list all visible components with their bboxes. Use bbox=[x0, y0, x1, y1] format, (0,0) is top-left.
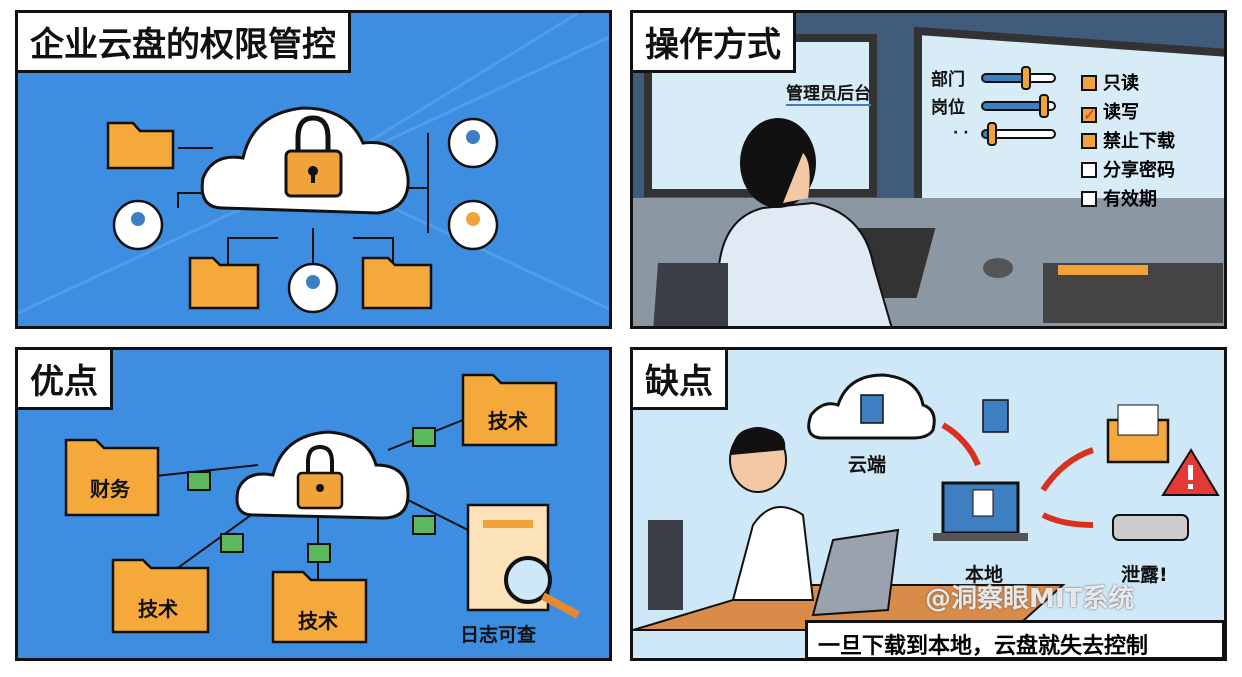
person bbox=[731, 506, 815, 601]
panel-title: 缺点 bbox=[633, 350, 728, 410]
alert-icon bbox=[1161, 448, 1220, 496]
usb-drive-icon bbox=[1112, 514, 1189, 541]
checkbox-no-download[interactable]: 禁止下载 bbox=[1081, 127, 1175, 156]
lock-icon bbox=[296, 444, 344, 510]
panel-title: 企业云盘的权限管控 bbox=[18, 13, 351, 73]
slider-position[interactable]: 岗位 bbox=[931, 93, 1061, 121]
leak-label: 泄露! bbox=[1121, 564, 1168, 586]
panel-operation: 操作方式 管理员后台 部门 岗位 · · 只读 ✓读写 bbox=[630, 10, 1227, 329]
panel-title: 操作方式 bbox=[633, 13, 796, 73]
folder-icon bbox=[106, 121, 433, 310]
slider-department[interactable]: 部门 bbox=[931, 65, 1061, 93]
folder-icon bbox=[64, 373, 558, 644]
folder-label-tech: 技术 bbox=[488, 409, 528, 433]
log-label: 日志可查 bbox=[460, 624, 537, 646]
admin-console-label: 管理员后台 bbox=[786, 79, 871, 106]
slider-handle bbox=[1039, 94, 1049, 118]
panel-disadvantages: 缺点 云端 本地 泄露! bbox=[630, 347, 1227, 661]
checkbox-read-write[interactable]: ✓读写 bbox=[1081, 102, 1139, 124]
local-label: 本地 bbox=[965, 564, 1004, 586]
folder-label-finance: 财务 bbox=[90, 477, 130, 501]
log-notebook-icon bbox=[466, 503, 580, 619]
permission-sliders: 部门 岗位 · · bbox=[931, 65, 1061, 149]
slider-handle bbox=[987, 122, 997, 146]
lock-icon bbox=[284, 115, 343, 198]
permission-diagram bbox=[18, 13, 609, 315]
right-monitor bbox=[914, 26, 1224, 257]
permission-checkboxes: 只读 ✓读写 禁止下载 分享密码 有效期 bbox=[1081, 69, 1175, 214]
cloud-label: 云端 bbox=[848, 454, 887, 476]
panel-title: 优点 bbox=[18, 350, 113, 410]
document-icon bbox=[860, 394, 884, 424]
caption: 一旦下载到本地，云盘就失去控制 bbox=[805, 620, 1225, 660]
document-icon bbox=[982, 399, 1009, 433]
checkbox-expiry[interactable]: 有效期 bbox=[1081, 185, 1175, 214]
arrow-icon bbox=[941, 422, 1095, 528]
checkbox-read-only[interactable]: 只读 bbox=[1081, 69, 1175, 98]
panel-permission-control: 企业云盘的权限管控 bbox=[15, 10, 612, 329]
watermark: @洞察眼MIT系统 bbox=[925, 584, 1135, 614]
slider-other[interactable]: · · bbox=[931, 121, 1061, 149]
green-lock-icon bbox=[187, 427, 436, 563]
folder-label-tech: 技术 bbox=[138, 597, 178, 621]
panel-advantages: 优点 财务 技术 技术 技术 日志可查 bbox=[15, 347, 612, 661]
laptop bbox=[811, 528, 900, 617]
folder-label-tech: 技术 bbox=[298, 609, 338, 633]
checkbox-share-password[interactable]: 分享密码 bbox=[1081, 156, 1175, 185]
slider-handle bbox=[1021, 66, 1031, 90]
